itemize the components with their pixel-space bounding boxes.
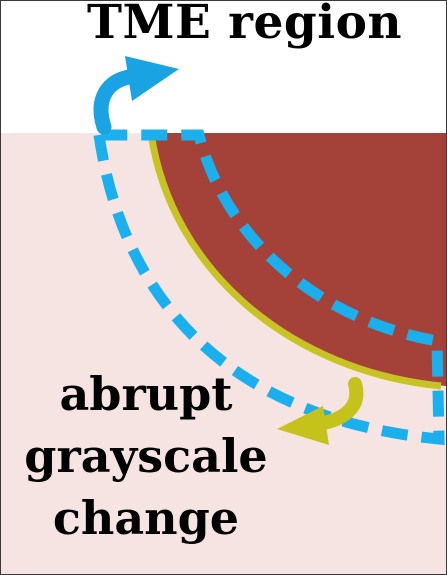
tme-region-title: TME region bbox=[87, 0, 403, 50]
curved-arrow-up-right-icon bbox=[93, 56, 179, 135]
boundary-caption: abrupt grayscale change bbox=[15, 363, 277, 549]
caption-line-1: abrupt bbox=[59, 367, 233, 421]
caption-line-3: change bbox=[52, 491, 240, 545]
caption-line-2: grayscale bbox=[24, 429, 268, 483]
tme-region-outline bbox=[92, 129, 445, 446]
curved-arrow-down-left-icon bbox=[277, 377, 364, 445]
boundary-line bbox=[147, 132, 442, 390]
